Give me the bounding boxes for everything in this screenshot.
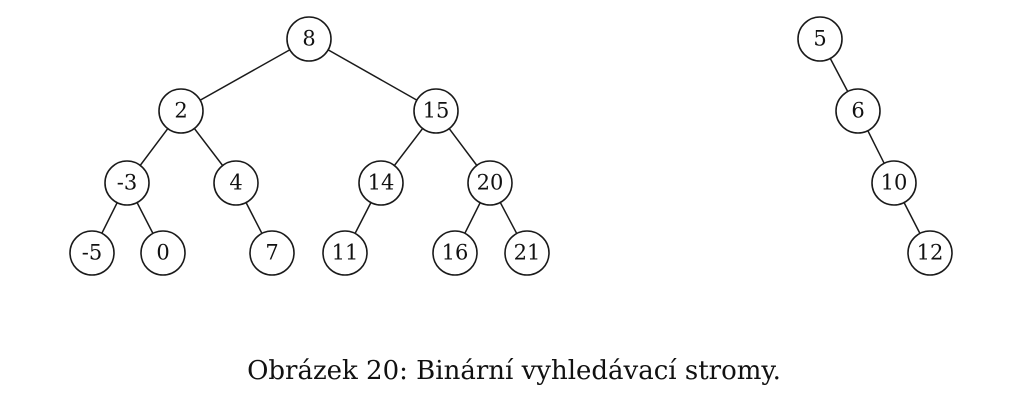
node-label: 12 — [917, 241, 944, 265]
node-label: 7 — [265, 241, 278, 265]
node-circle — [432, 230, 478, 276]
tree-node-21: 21 — [504, 230, 550, 276]
tree-node--3: -3 — [104, 160, 150, 206]
node-circle — [358, 160, 404, 206]
node-label: 4 — [229, 171, 242, 195]
node-circle — [69, 230, 115, 276]
tree-node--5: -5 — [69, 230, 115, 276]
node-circle — [871, 160, 917, 206]
node-label: 0 — [156, 241, 169, 265]
balanced-tree: 8 2 15 -3 4 14 20 -5 0 7 11 16 21 — [69, 16, 550, 276]
degenerate-tree-edges — [819, 38, 931, 254]
tree-node-10: 10 — [871, 160, 917, 206]
tree-node-0: 0 — [140, 230, 186, 276]
node-label: 16 — [442, 241, 469, 265]
degenerate-tree: 5 6 10 12 — [797, 16, 953, 276]
degenerate-tree-nodes: 5 6 10 12 — [797, 16, 953, 276]
node-label: 6 — [851, 99, 864, 123]
balanced-tree-nodes: 8 2 15 -3 4 14 20 -5 0 7 11 16 21 — [69, 16, 550, 276]
node-circle — [907, 230, 953, 276]
node-circle — [467, 160, 513, 206]
node-circle — [104, 160, 150, 206]
node-circle — [504, 230, 550, 276]
node-label: -3 — [117, 171, 137, 195]
balanced-tree-edges — [91, 38, 528, 254]
tree-node-15: 15 — [413, 88, 459, 134]
node-label: -5 — [82, 241, 102, 265]
node-circle — [797, 16, 843, 62]
tree-node-16: 16 — [432, 230, 478, 276]
node-circle — [249, 230, 295, 276]
node-circle — [835, 88, 881, 134]
node-circle — [213, 160, 259, 206]
node-circle — [413, 88, 459, 134]
tree-node-14: 14 — [358, 160, 404, 206]
node-label: 20 — [477, 171, 504, 195]
figure-caption: Obrázek 20: Binární vyhledávací stromy. — [247, 356, 781, 386]
node-label: 2 — [174, 99, 187, 123]
node-circle — [158, 88, 204, 134]
tree-node-6: 6 — [835, 88, 881, 134]
tree-node-11: 11 — [322, 230, 368, 276]
node-circle — [322, 230, 368, 276]
node-label: 11 — [332, 241, 359, 265]
node-label: 14 — [368, 171, 395, 195]
tree-node-20: 20 — [467, 160, 513, 206]
tree-node-7: 7 — [249, 230, 295, 276]
node-label: 5 — [813, 27, 826, 51]
edge-8-to-2 — [180, 38, 310, 112]
node-label: 21 — [514, 241, 541, 265]
node-label: 15 — [423, 99, 450, 123]
tree-node-8: 8 — [286, 16, 332, 62]
node-circle — [140, 230, 186, 276]
tree-node-4: 4 — [213, 160, 259, 206]
edge-8-to-15 — [308, 38, 437, 112]
node-label: 10 — [881, 171, 908, 195]
tree-node-12: 12 — [907, 230, 953, 276]
node-label: 8 — [302, 27, 315, 51]
tree-node-2: 2 — [158, 88, 204, 134]
node-circle — [286, 16, 332, 62]
tree-node-5: 5 — [797, 16, 843, 62]
